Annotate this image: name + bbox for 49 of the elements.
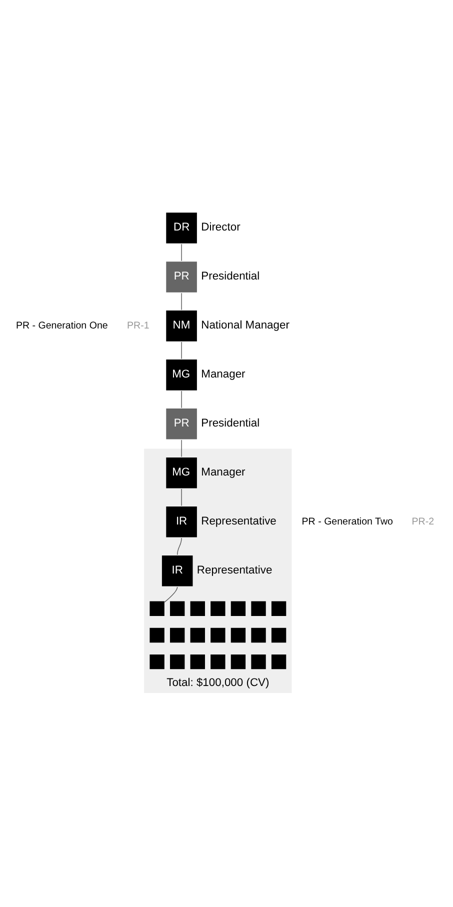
connector [181,341,182,359]
node-box [230,600,246,616]
connector [177,537,182,555]
label: PR-1 [127,320,150,332]
node-box [170,600,185,616]
node-box [170,627,185,642]
node-box: IR [166,506,197,537]
node-box [190,654,205,669]
node-box [271,627,286,642]
node-label: National Manager [201,319,290,332]
node-box: NM [166,310,197,341]
node-box [271,654,286,669]
connector [181,390,182,408]
node-box [210,600,226,616]
connector [181,439,182,457]
node-box [271,600,286,616]
node-box [230,654,246,669]
node-box [190,627,205,642]
node-box [150,654,164,669]
node-label: Manager [201,368,246,380]
node-label: Presidential [201,417,260,430]
node-box [210,627,226,642]
node-label: Representative [201,515,276,528]
node-box: MG [166,359,197,390]
node-box: PR [166,408,197,439]
node-label: Representative [196,564,272,576]
node-label: Presidential [201,270,260,282]
label: PR - Generation One [16,320,108,332]
node-box: MG [166,457,197,488]
node-box [251,654,266,669]
connector [181,488,182,506]
node-box: PR [166,261,197,292]
node-box [150,600,164,616]
node-box: DR [166,212,197,243]
node-box: IR [162,554,193,586]
node-box [170,654,185,669]
node-box [230,627,246,642]
connector [181,292,182,310]
node-box [190,600,205,616]
node-box [251,600,266,616]
label: PR - Generation Two [302,516,393,527]
connector [164,586,178,602]
node-label: Manager [201,466,246,478]
node-box [210,654,226,669]
node-label: Director [201,221,240,234]
node-box [251,627,266,642]
label: PR-2 [412,516,434,527]
connector [181,243,182,261]
node-box [150,627,164,642]
